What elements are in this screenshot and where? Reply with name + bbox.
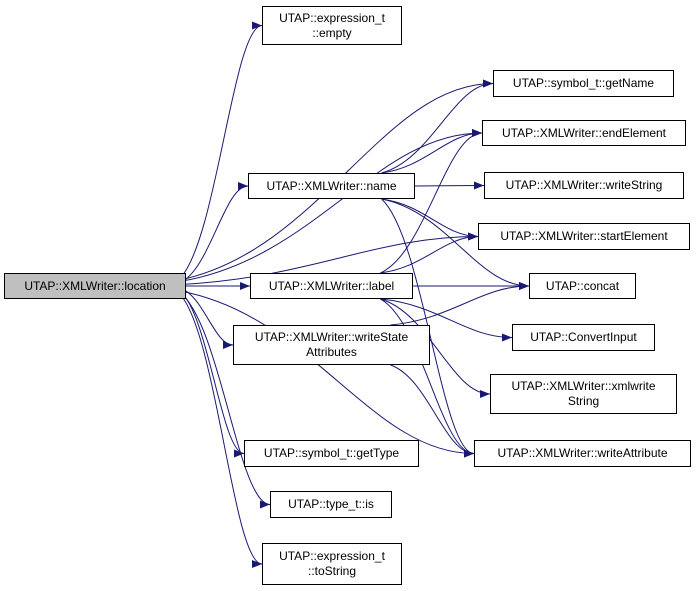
node-start-element[interactable]: UTAP::XMLWriter::startElement xyxy=(478,223,690,250)
node-label: ::toString xyxy=(307,564,357,578)
edge-location-to-endElement xyxy=(179,129,483,282)
edge-location-to-expression_empty xyxy=(179,21,263,279)
edge-location-to-getType xyxy=(179,290,245,458)
node-location[interactable]: UTAP::XMLWriter::location xyxy=(4,273,186,299)
node-label: ::empty xyxy=(312,25,352,40)
edge-location-to-getName xyxy=(179,79,494,281)
node-type-is[interactable]: UTAP::type_t::is xyxy=(270,491,392,518)
edge-location-to-startElement xyxy=(179,232,479,286)
node-write-string[interactable]: UTAP::XMLWriter::writeString xyxy=(484,172,684,199)
node-label: UTAP::expression_t xyxy=(279,549,385,563)
edge-location-to-writeStateAttributes xyxy=(179,287,234,349)
node-label: UTAP::XMLWriter::writeString xyxy=(505,178,663,192)
node-label: Attributes xyxy=(306,345,357,359)
node-label: UTAP::XMLWriter::xmlwrite xyxy=(511,379,656,393)
edge-name-to-writeString xyxy=(414,181,485,190)
node-label: UTAP::ConvertInput xyxy=(530,330,637,344)
edge-writeStateAttributes-to-writeAttribute xyxy=(390,364,475,458)
node-label: UTAP::XMLWriter::startElement xyxy=(500,229,668,243)
node-get-name[interactable]: UTAP::symbol_t::getName xyxy=(493,70,674,97)
node-label: UTAP::XMLWriter::name xyxy=(266,178,397,193)
node-expression-empty[interactable]: UTAP::expression_t ::empty xyxy=(262,6,402,45)
node-write-attribute[interactable]: UTAP::XMLWriter::writeAttribute xyxy=(474,440,691,467)
node-label: UTAP::concat xyxy=(545,278,620,293)
node-name[interactable]: UTAP::XMLWriter::name xyxy=(248,173,415,199)
edge-writeStateAttributes-to-concat xyxy=(390,282,530,326)
edge-label-to-endElement xyxy=(380,129,483,274)
node-label: UTAP::XMLWriter::endElement xyxy=(501,125,667,140)
edge-location-to-writeAttribute xyxy=(179,290,475,458)
node-label: UTAP::type_t::is xyxy=(288,497,374,511)
node-concat[interactable]: UTAP::concat xyxy=(529,273,636,299)
node-label: UTAP::XMLWriter::label xyxy=(268,278,395,293)
node-label: UTAP::expression_t xyxy=(279,10,385,25)
edge-name-to-getName xyxy=(381,79,494,174)
node-label: UTAP::symbol_t::getName xyxy=(512,76,655,90)
edge-label-to-startElement xyxy=(380,232,479,274)
node-write-state-attributes[interactable]: UTAP::XMLWriter::writeState Attributes xyxy=(233,325,430,365)
edge-location-to-name xyxy=(179,182,249,284)
edge-location-to-expression_toString xyxy=(179,294,263,568)
edge-name-to-endElement xyxy=(381,129,483,174)
edge-location-to-type_is xyxy=(179,292,271,509)
node-end-element[interactable]: UTAP::XMLWriter::endElement xyxy=(482,120,686,146)
node-expression-to-string[interactable]: UTAP::expression_t ::toString xyxy=(262,543,402,585)
node-label-function[interactable]: UTAP::XMLWriter::label xyxy=(250,273,413,299)
node-convert-input[interactable]: UTAP::ConvertInput xyxy=(512,324,655,351)
node-label: UTAP::XMLWriter::writeState xyxy=(254,330,409,344)
node-label: UTAP::XMLWriter::location xyxy=(24,278,166,293)
edge-label-to-ConvertInput xyxy=(380,298,513,342)
call-edges xyxy=(179,21,530,568)
node-label: UTAP::symbol_t::getType xyxy=(263,446,400,460)
node-label: String xyxy=(567,394,600,408)
node-get-type[interactable]: UTAP::symbol_t::getType xyxy=(244,440,419,467)
edge-label-to-xmlwriteString xyxy=(380,298,491,398)
node-label: UTAP::XMLWriter::writeAttribute xyxy=(497,446,668,460)
edge-label-to-writeAttribute xyxy=(380,298,475,458)
edge-name-to-startElement xyxy=(381,198,479,241)
node-xmlwrite-string[interactable]: UTAP::XMLWriter::xmlwrite String xyxy=(490,374,677,414)
edge-name-to-concat xyxy=(381,198,530,290)
